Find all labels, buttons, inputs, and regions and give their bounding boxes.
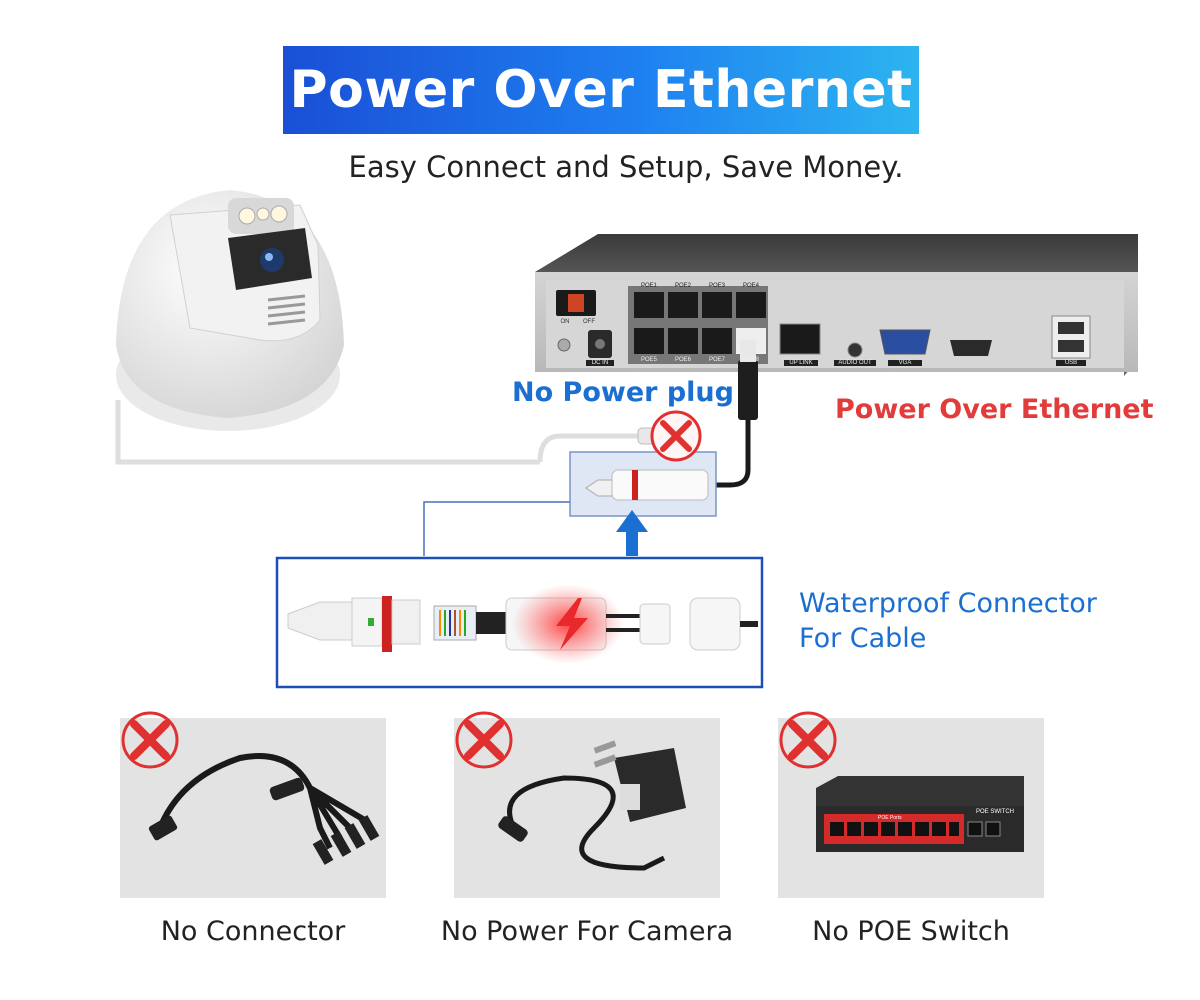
poe-switch-brand: POE SWITCH (976, 809, 1015, 815)
port-label-poe7: POE7 (708, 357, 725, 363)
dc-in-label: DC IN (586, 360, 614, 366)
nvr-recorder (535, 234, 1138, 376)
up-arrow-icon (616, 510, 648, 556)
lightning-icon (556, 598, 588, 650)
banner-title: Power Over Ethernet (289, 60, 913, 120)
port-label-poe8: POE8 (742, 357, 759, 363)
subtitle: Easy Connect and Setup, Save Money. (348, 150, 904, 184)
port-label-poe4: POE4 (742, 283, 759, 289)
poe-label: Power Over Ethernet (835, 394, 1154, 425)
switch-on-label: ON (560, 319, 570, 325)
x-mark-icon (121, 711, 179, 769)
usb-label: USB (1056, 360, 1086, 366)
caption-no-poe-switch: No POE Switch (812, 916, 1010, 947)
port-label-poe3: POE3 (708, 283, 725, 289)
poe-switch-illustration (816, 776, 1024, 852)
panel-no-connector (120, 718, 386, 898)
caption-no-connector: No Connector (160, 916, 346, 947)
dome-camera (116, 190, 344, 431)
x-mark-icon (650, 410, 702, 462)
panel-no-poe-switch: POE SWITCH POE Ports (778, 718, 1044, 898)
port-label-poe5: POE5 (640, 357, 657, 363)
port-label-poe1: POE1 (640, 283, 657, 289)
x-mark-icon (779, 711, 837, 769)
vga-label: VGA (888, 360, 922, 366)
poe-switch-ports-label: POE Ports (878, 815, 902, 821)
waterproof-label: Waterproof Connector For Cable (799, 586, 1097, 656)
x-mark-icon (455, 711, 513, 769)
title-banner: Power Over Ethernet (283, 46, 919, 134)
splitter-cable-illustration (148, 753, 380, 865)
uplink-label: UP LINK (784, 360, 818, 366)
waterproof-connector-illustration (287, 584, 758, 664)
power-adapter-illustration (498, 740, 686, 871)
caption-no-power: No Power For Camera (440, 916, 734, 947)
switch-off-label: OFF (583, 319, 595, 325)
waterproof-label-line2: For Cable (799, 623, 927, 654)
waterproof-label-line1: Waterproof Connector (799, 588, 1097, 619)
audio-out-label: AUDIO OUT (834, 360, 876, 366)
panel-no-power (454, 718, 720, 898)
port-label-poe2: POE2 (674, 283, 691, 289)
no-power-plug-label: No Power plug (512, 377, 734, 408)
port-label-poe6: POE6 (674, 357, 691, 363)
